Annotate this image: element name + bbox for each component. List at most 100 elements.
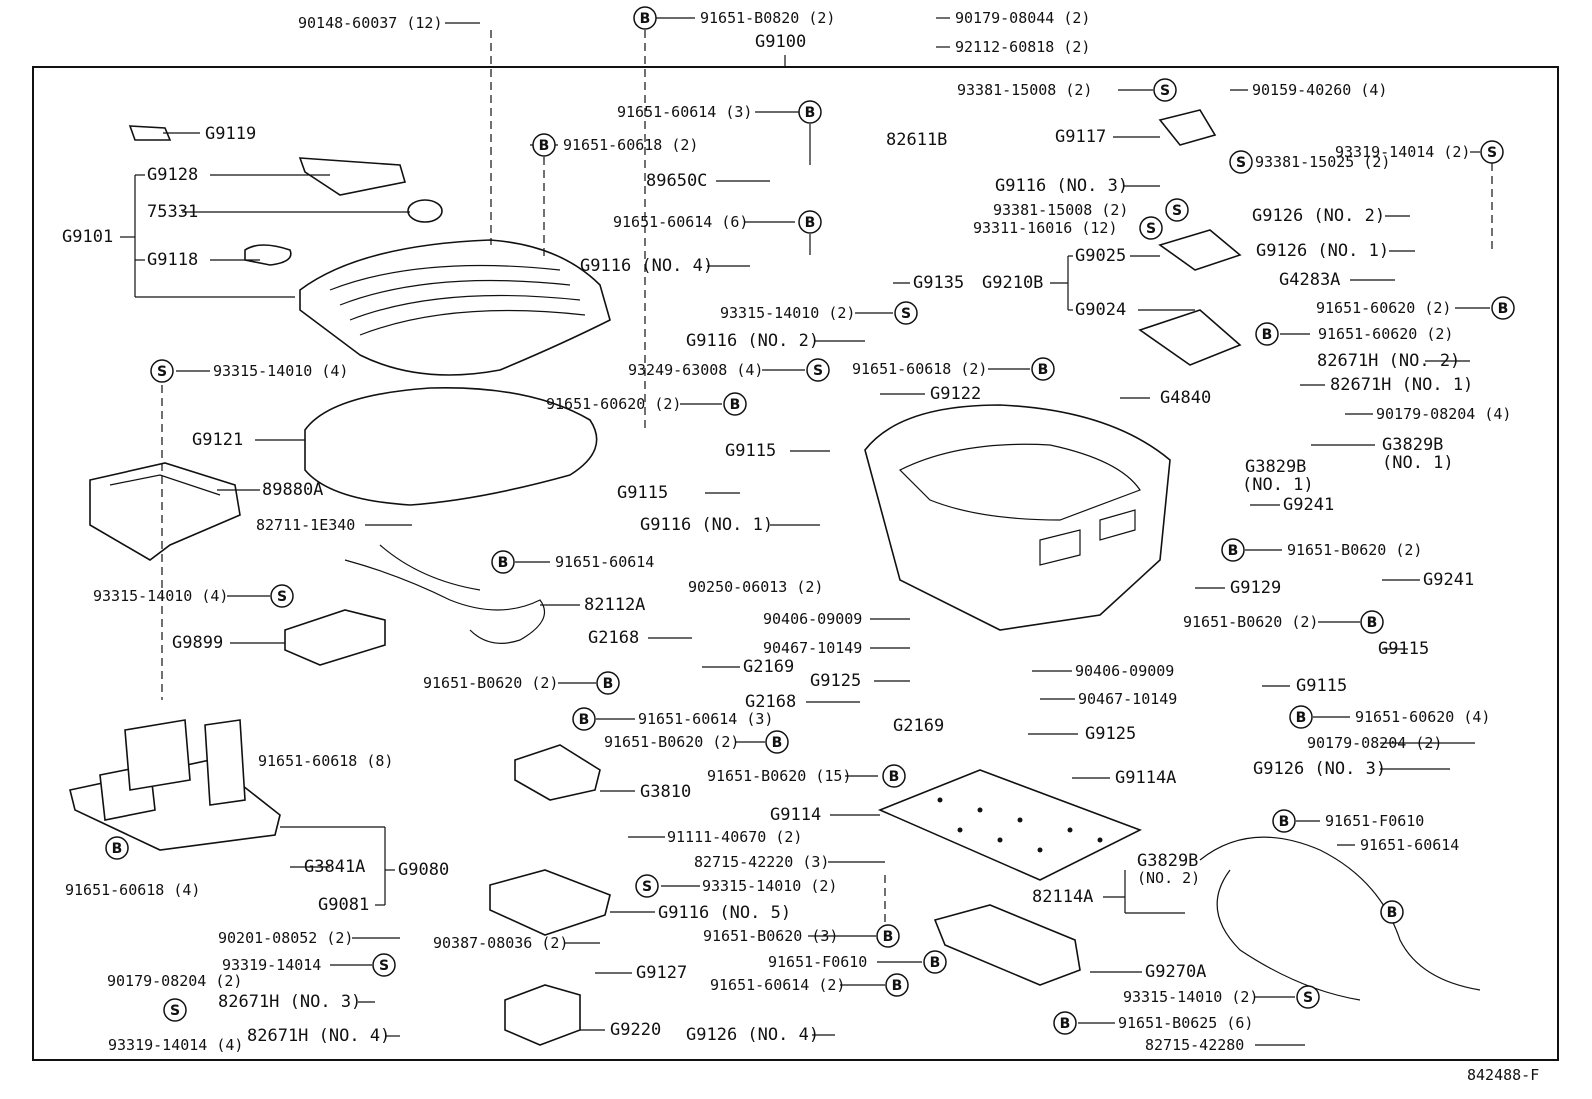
connector-base-part — [1158, 229, 1242, 271]
part-label: 82671H (NO. 3) — [218, 992, 361, 1012]
part-label: 91651-B0620 (2) — [1287, 541, 1422, 559]
svg-text:S: S — [170, 1003, 180, 1019]
svg-text:B: B — [772, 735, 783, 751]
connector-stack-part — [1158, 109, 1217, 146]
screw-symbol: S — [163, 998, 187, 1022]
part-label: 91651-B0620 (3) — [703, 927, 838, 945]
part-label: (NO. 1) — [1382, 453, 1454, 473]
part-label: 93311-16016 (12) — [973, 219, 1118, 237]
part-label: 90406-09009 — [763, 610, 862, 628]
battery-case-part — [864, 404, 1171, 631]
part-label: 90159-40260 (4) — [1252, 81, 1387, 99]
part-label: G9127 — [636, 963, 687, 983]
part-label: 90467-10149 — [1078, 690, 1177, 708]
plate-part — [877, 769, 1142, 881]
part-label: G3841A — [304, 857, 365, 877]
part-label: G9122 — [930, 384, 981, 404]
svg-text:B: B — [112, 841, 123, 857]
part-label: 91651-B0820 (2) — [700, 9, 835, 27]
part-label: G9115 — [725, 441, 776, 461]
part-label: 91651-B0625 (6) — [1118, 1014, 1253, 1032]
bolt-symbol: B — [798, 100, 822, 124]
screw-symbol: S — [270, 584, 294, 608]
part-label: G9114A — [1115, 768, 1176, 788]
part-label: G9899 — [172, 633, 223, 653]
svg-text:B: B — [1228, 543, 1239, 559]
svg-text:S: S — [379, 958, 389, 974]
part-label: G9116 (NO. 1) — [640, 515, 773, 535]
svg-text:B: B — [1060, 1016, 1071, 1032]
harness-right-part — [1199, 836, 1481, 1001]
part-label: G9125 — [1085, 724, 1136, 744]
part-label: G9116 (NO. 5) — [658, 903, 791, 923]
part-label: G9080 — [398, 860, 449, 880]
part-label: 82671H (NO. 2) — [1317, 351, 1460, 371]
part-label: 91651-60614 (3) — [638, 710, 773, 728]
part-label: 91651-60618 (2) — [852, 360, 987, 378]
bolt-symbol: B — [1031, 357, 1055, 381]
bracket-g3810-part — [514, 744, 601, 801]
part-label: G9121 — [192, 430, 243, 450]
part-label: G9115 — [1296, 676, 1347, 696]
plug-part — [1138, 309, 1242, 366]
part-label: 90250-06013 (2) — [688, 578, 823, 596]
part-label: (NO. 2) — [1137, 869, 1200, 887]
junction-block-part — [69, 719, 281, 851]
svg-text:B: B — [579, 712, 590, 728]
part-label: G9129 — [1230, 578, 1281, 598]
part-label: G9126 (NO. 3) — [1253, 759, 1386, 779]
part-label: 93249-63008 (4) — [628, 361, 763, 379]
part-label: G9135 — [913, 273, 964, 293]
part-label: 90387-08036 (2) — [433, 934, 568, 952]
part-label: G9116 (NO. 4) — [580, 256, 713, 276]
part-label: 93315-14010 (2) — [1123, 988, 1258, 1006]
part-label: 90179-08204 (2) — [1307, 734, 1442, 752]
screw-symbol: S — [150, 359, 174, 383]
leader-lines — [120, 17, 1493, 1046]
part-label: 91651-60614 — [1360, 836, 1459, 854]
module-part — [284, 609, 386, 666]
part-label: 93315-14010 (4) — [93, 587, 228, 605]
part-label: G9115 — [617, 483, 668, 503]
part-label: G3810 — [640, 782, 691, 802]
part-label: 91651-B0620 (2) — [604, 733, 739, 751]
bolt-symbol: B — [1360, 610, 1384, 634]
bolt-symbol: B — [1289, 705, 1313, 729]
part-label: G9116 (NO. 3) — [995, 176, 1128, 196]
bolt-symbol: B — [1221, 538, 1245, 562]
svg-text:B: B — [1387, 905, 1398, 921]
part-label: G9241 — [1423, 570, 1474, 590]
part-label: 91651-B0620 (15) — [707, 767, 852, 785]
part-label: 90148-60037 (12) — [298, 14, 443, 32]
bolt-symbol: B — [923, 950, 947, 974]
bolt-symbol: B — [876, 924, 900, 948]
screw-symbol: S — [1139, 216, 1163, 240]
bolt-symbol: B — [532, 133, 556, 157]
part-label: 93381-15008 (2) — [957, 81, 1092, 99]
part-label: 93319-14014 — [222, 956, 321, 974]
svg-text:S: S — [1303, 990, 1313, 1006]
part-label: 82671H (NO. 4) — [247, 1026, 390, 1046]
part-label: G9270A — [1145, 962, 1206, 982]
bolt-symbol: B — [572, 707, 596, 731]
bolt-symbol: B — [1255, 322, 1279, 346]
screw-symbol: S — [1296, 985, 1320, 1009]
svg-text:B: B — [1296, 710, 1307, 726]
ecu-part — [89, 462, 241, 561]
part-label: 91651-B0620 (2) — [1183, 613, 1318, 631]
part-label: 90179-08044 (2) — [955, 9, 1090, 27]
svg-text:B: B — [1279, 814, 1290, 830]
svg-text:B: B — [640, 11, 651, 27]
part-label: 82611B — [886, 130, 947, 150]
bolt-symbol: B — [885, 973, 909, 997]
part-label: G2168 — [588, 628, 639, 648]
reference-code: 842488-F — [1467, 1066, 1539, 1084]
bracket-no5-part — [489, 869, 611, 936]
svg-text:B: B — [892, 978, 903, 994]
bolt-symbol: B — [765, 730, 789, 754]
part-label: G2168 — [745, 692, 796, 712]
part-label: 90406-09009 — [1075, 662, 1174, 680]
svg-text:B: B — [730, 397, 741, 413]
svg-text:S: S — [813, 363, 823, 379]
part-label: G4840 — [1160, 388, 1211, 408]
